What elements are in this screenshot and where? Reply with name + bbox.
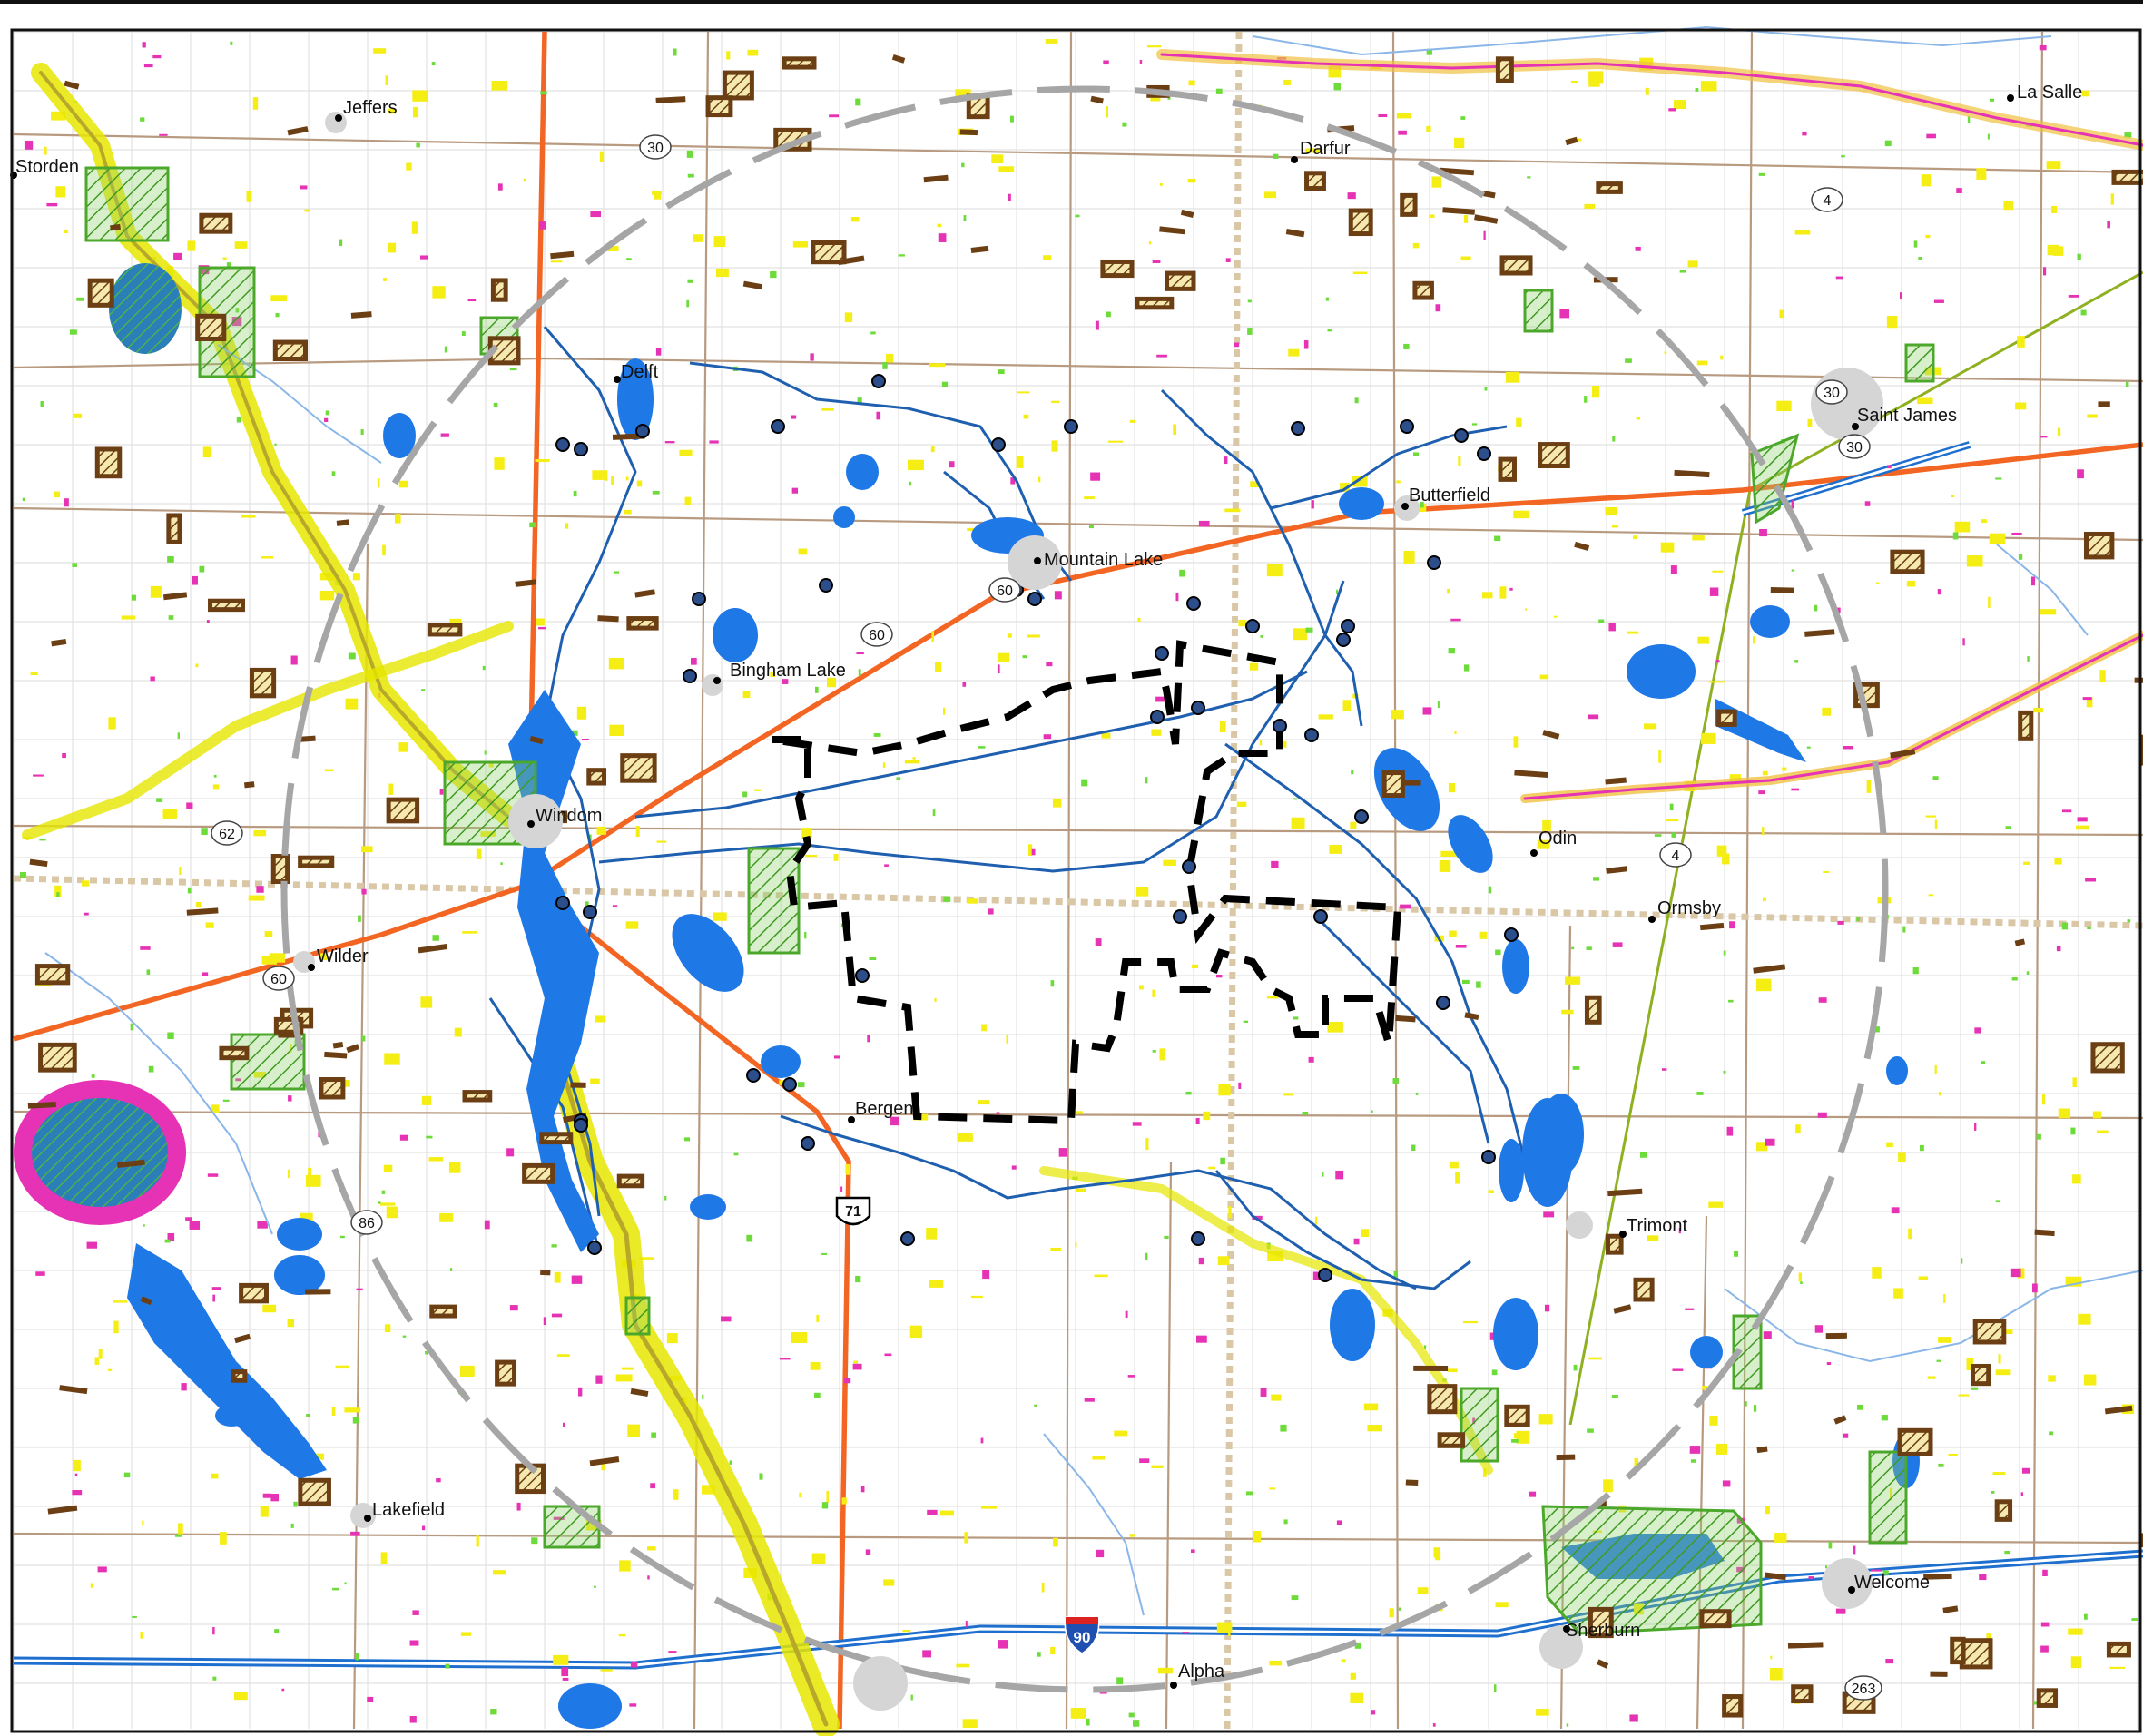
town-label-odin: Odin <box>1538 829 1577 848</box>
svg-text:4: 4 <box>1672 848 1680 864</box>
svg-text:30: 30 <box>647 141 664 156</box>
town-label-wilder: Wilder <box>317 946 369 966</box>
town-label-windom: Windom <box>536 806 602 826</box>
route-shield-263: 263 <box>1844 1675 1882 1701</box>
route-shield-60: 60 <box>860 622 893 647</box>
svg-text:90: 90 <box>1074 1629 1091 1646</box>
town-label-welcome: Welcome <box>1854 1573 1930 1593</box>
route-shield-4: 4 <box>1811 187 1843 212</box>
town-label-mountain-lake: Mountain Lake <box>1044 550 1163 570</box>
county-roads <box>13 31 2143 1730</box>
town-label-jeffers: Jeffers <box>343 98 398 118</box>
town-label-lakefield: Lakefield <box>372 1500 445 1520</box>
wetland-green <box>19 41 2138 1727</box>
lakes <box>14 263 1920 1729</box>
town-label-bingham-lake: Bingham Lake <box>730 661 846 681</box>
svg-text:60: 60 <box>270 972 287 987</box>
svg-text:71: 71 <box>845 1204 861 1220</box>
svg-text:30: 30 <box>1824 386 1840 401</box>
svg-text:60: 60 <box>997 584 1013 599</box>
route-shield-30: 30 <box>1815 379 1848 405</box>
town-label-la-salle: La Salle <box>2017 83 2082 103</box>
svg-text:60: 60 <box>869 628 885 643</box>
route-shield-60: 60 <box>988 577 1021 603</box>
route-shield-4: 4 <box>1659 842 1692 868</box>
town-label-darfur: Darfur <box>1300 139 1351 159</box>
map-border <box>10 28 2142 1733</box>
town-areas <box>293 112 1883 1711</box>
town-label-trimont: Trimont <box>1627 1216 1687 1236</box>
svg-text:4: 4 <box>1824 193 1832 209</box>
town-label-sherburn: Sherburn <box>1566 1621 1640 1641</box>
project-boundary <box>771 640 1402 1125</box>
town-label-alpha: Alpha <box>1178 1662 1225 1682</box>
top-band <box>0 0 2143 4</box>
town-label-ormsby: Ormsby <box>1657 898 1721 918</box>
brown-parcels <box>27 54 2143 1718</box>
town-label-butterfield: Butterfield <box>1409 485 1490 505</box>
town-label-bergen: Bergen <box>855 1099 914 1119</box>
town-labels: Jeffers Storden Darfur La Salle Delft Sa… <box>10 83 2082 1689</box>
route-shield-86: 86 <box>350 1210 383 1235</box>
svg-text:263: 263 <box>1852 1682 1876 1697</box>
town-label-delft: Delft <box>621 362 659 382</box>
route-shield-30: 30 <box>639 134 672 160</box>
svg-text:86: 86 <box>359 1216 375 1231</box>
route-shield-60: 60 <box>262 966 295 991</box>
wetland-magenta <box>24 42 2110 1727</box>
route-shield-30: 30 <box>1838 434 1871 459</box>
route-shield-62: 62 <box>211 820 243 846</box>
svg-text:62: 62 <box>219 827 235 842</box>
route-shields: 30 4 30 30 60 60 62 60 <box>211 134 1882 1701</box>
town-label-saint-james: Saint James <box>1857 406 1957 426</box>
county-lines <box>13 31 2143 1730</box>
route-shield-us-71: 71 <box>835 1196 871 1226</box>
route-shield-interstate-90: 90 <box>1064 1616 1100 1654</box>
streams-light <box>44 25 2143 1616</box>
buffer-circle <box>280 85 1889 1693</box>
svg-text:30: 30 <box>1846 440 1863 456</box>
town-label-storden: Storden <box>15 157 79 177</box>
